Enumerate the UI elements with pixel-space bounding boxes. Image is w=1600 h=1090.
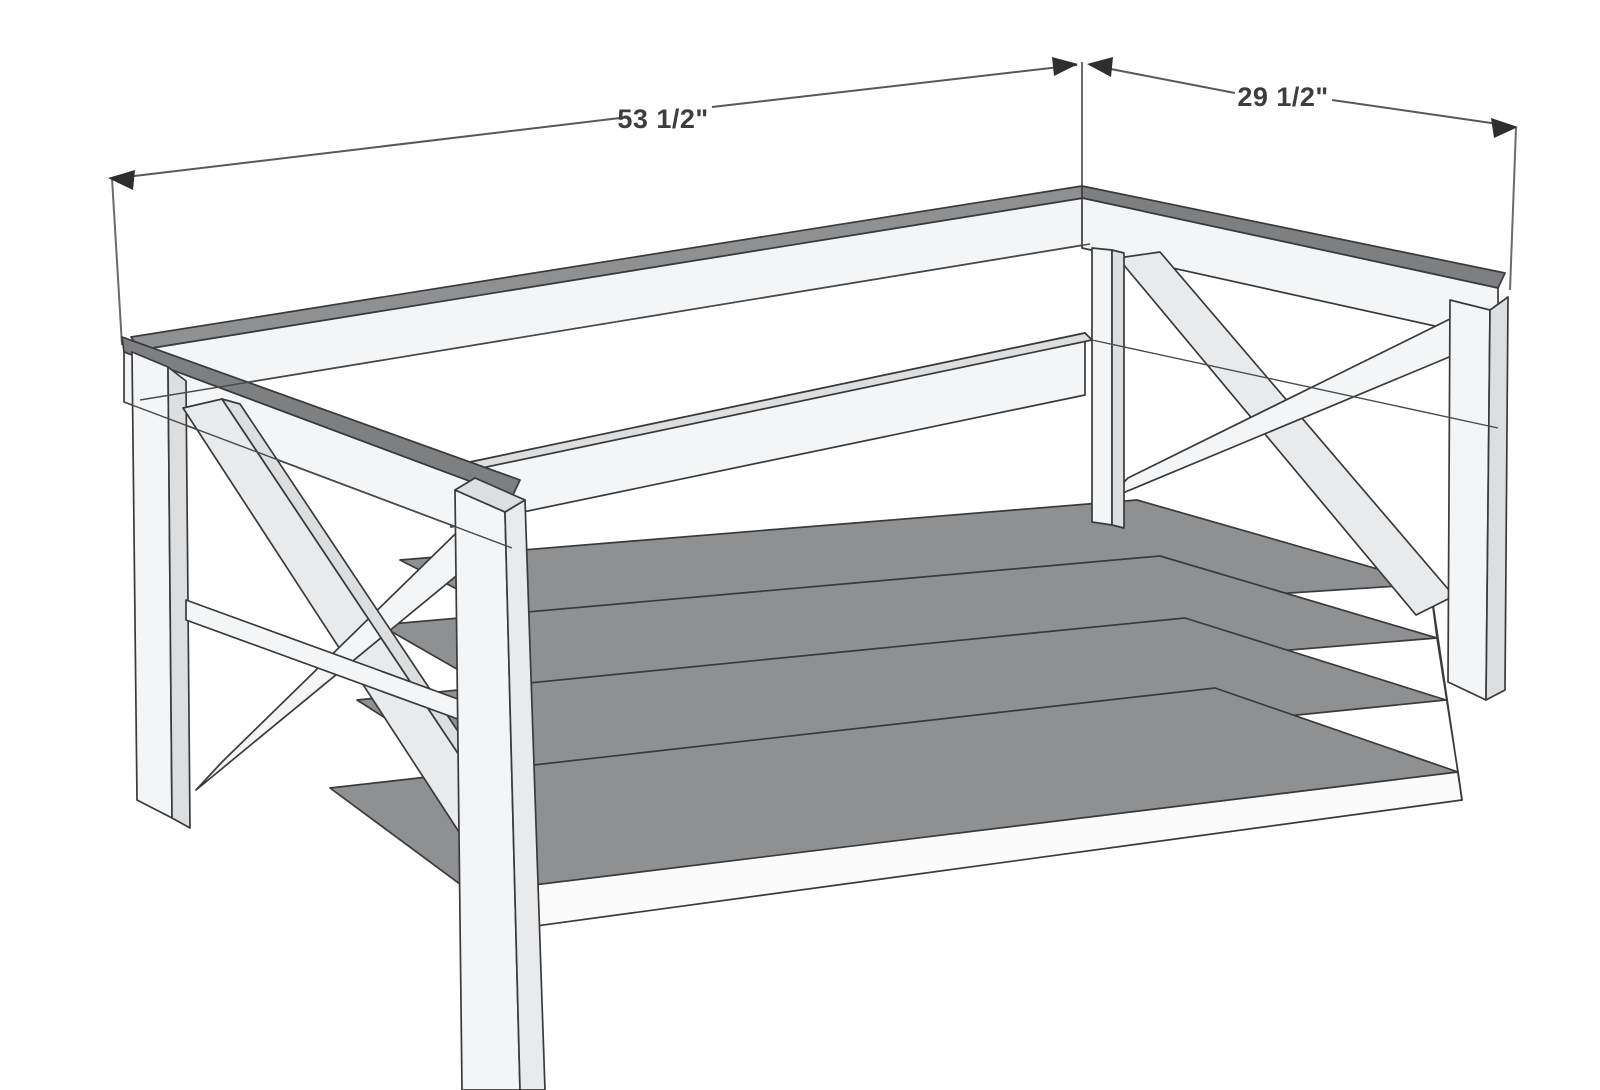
right-rail-bottom-edge-line (1091, 339, 1499, 429)
depth-extension-line-right (1509, 127, 1517, 291)
back-rail-bottom-edge-line (139, 243, 1091, 401)
dimension-annotations: 53 1/2" 29 1/2" (108, 57, 1518, 346)
right-panel-inner-post-edge (1111, 249, 1125, 529)
left-x-brace (182, 398, 514, 833)
depth-arrow-left-icon (1087, 57, 1113, 77)
front-left-leg-top-face (454, 477, 526, 513)
width-arrow-right-icon (1052, 57, 1078, 76)
width-arrow-left-icon (108, 170, 135, 190)
depth-dimension-line-left-segment (1089, 64, 1236, 94)
mid-left-leg-front-face (131, 351, 173, 819)
right-panel-inner-post (1091, 247, 1113, 526)
width-dimension-label: 53 1/2" (617, 104, 708, 134)
right-leg-front-face (1447, 299, 1491, 701)
right-x-brace (1091, 247, 1467, 616)
mid-left-leg (131, 351, 191, 829)
width-extension-line-left (111, 177, 123, 346)
detail-lines (123, 243, 1499, 549)
front-left-leg (454, 477, 546, 1090)
right-leg-side-face (1485, 296, 1509, 701)
shelf-right-end-face (1429, 583, 1463, 801)
back-panel (450, 332, 1093, 528)
depth-dimension-line-right-segment (1331, 99, 1513, 127)
width-dimension-line-left-segment (117, 117, 621, 179)
coffee-table-assembly (121, 185, 1509, 1090)
depth-arrow-right-icon (1491, 118, 1518, 138)
mid-left-leg-side-face (167, 366, 191, 829)
left-rail-bottom-edge-line (123, 401, 513, 549)
front-right-leg (1447, 296, 1509, 701)
width-dimension-line-right-segment (711, 64, 1078, 108)
depth-dimension-label: 29 1/2" (1237, 82, 1328, 112)
